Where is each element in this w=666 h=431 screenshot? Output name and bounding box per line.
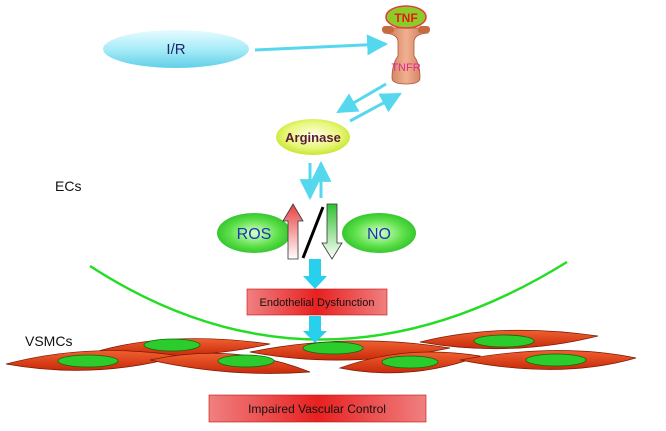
ir-to-tnfr-arrow xyxy=(254,34,389,56)
cell-nucleus xyxy=(217,354,275,368)
cell-nucleus xyxy=(525,353,587,367)
tnfr-cap-right xyxy=(418,26,430,33)
no-decrease-arrow xyxy=(321,203,343,260)
arginase-ellipse xyxy=(276,119,350,155)
cell-nucleus xyxy=(381,355,439,369)
smooth-muscle-cells xyxy=(5,329,637,374)
ecs-label: ECs xyxy=(55,178,81,194)
tnfr-to-arginase-arrow xyxy=(336,82,387,114)
tnfr-cap-left xyxy=(382,26,394,33)
ros-ellipse xyxy=(217,213,291,253)
ir-label: I/R xyxy=(166,41,185,58)
no-ellipse xyxy=(342,213,416,253)
vsmcs-label: VSMCs xyxy=(25,333,72,349)
ir-ellipse xyxy=(103,30,249,68)
cell-nucleus xyxy=(57,354,119,368)
cell-nucleus xyxy=(143,338,201,352)
ros-increase-arrow xyxy=(282,203,304,260)
tnf-label: TNF xyxy=(394,11,417,25)
no-label: NO xyxy=(367,226,391,243)
tnfr-receptor: TNFR xyxy=(382,26,430,85)
cell-nucleus xyxy=(302,341,364,355)
endothelial-dysfunction-label: Endothelial Dysfunction xyxy=(260,297,375,309)
tnfr-body xyxy=(383,27,429,85)
impaired-vascular-control-box xyxy=(208,394,427,423)
arginase-label: Arginase xyxy=(285,130,341,145)
to-vsmcs-arrow xyxy=(303,316,327,343)
balance-slash xyxy=(301,206,325,259)
endothelial-dysfunction-box xyxy=(246,288,388,316)
cell-nucleus xyxy=(473,334,535,348)
tnfr-label: TNFR xyxy=(391,62,420,74)
membrane-arc xyxy=(89,260,568,341)
arginase-to-tnfr-arrow xyxy=(349,92,402,123)
ros-label: ROS xyxy=(237,226,272,243)
to-dysfunction-arrow xyxy=(303,259,327,289)
impaired-vascular-control-label: Impaired Vascular Control xyxy=(248,402,386,416)
tnf-ellipse xyxy=(385,5,427,29)
